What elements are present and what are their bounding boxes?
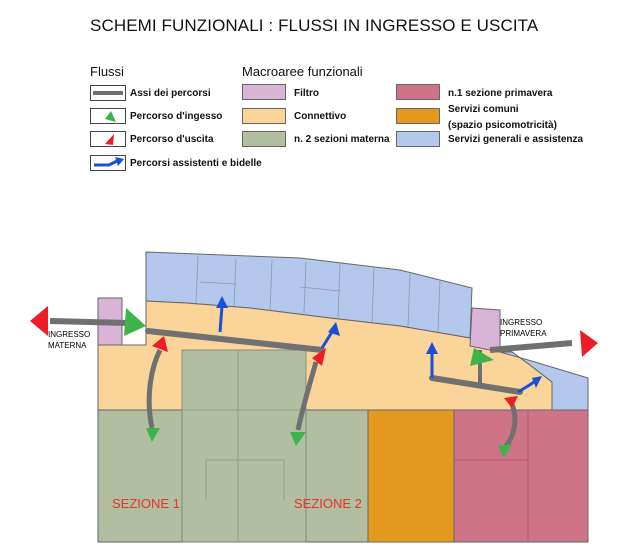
- label-ingresso-materna-2: MATERNA: [48, 341, 87, 350]
- red-arrow-icon: [152, 336, 168, 352]
- label-sezione-1: SEZIONE 1: [112, 496, 180, 511]
- primavera-partitions: [454, 410, 529, 542]
- path-primavera: [503, 403, 518, 448]
- legend-label-ingress: Percorso d'ingesso: [130, 111, 223, 122]
- red-arrow-icon: [504, 396, 518, 408]
- axis-entrance-right: [489, 340, 573, 353]
- area-filtro-right: [469, 307, 501, 353]
- legend-label-connettivo: Connettivo: [294, 111, 347, 122]
- path-sezione2: [295, 361, 319, 431]
- green-arrow-icon: [90, 108, 126, 124]
- label-ingresso-materna-1: INGRESSO: [48, 330, 90, 339]
- swatch-connettivo: [242, 108, 286, 124]
- legend-label-servizi-comuni-1: Servizi comuni: [448, 104, 519, 115]
- legend-label-materna: n. 2 sezioni materna: [294, 134, 390, 145]
- axis-main: [145, 328, 325, 353]
- area-servizi-comuni: [367, 409, 455, 543]
- blue-path-2: [320, 331, 334, 349]
- label-ingresso-primavera-2: PRIMAVERA: [500, 329, 547, 338]
- red-arrow-icon: [580, 330, 598, 357]
- label-ingresso-primavera-1: INGRESSO: [500, 318, 542, 327]
- label-sezione-2: SEZIONE 2: [294, 496, 362, 511]
- green-arrow-icon: [470, 348, 494, 366]
- legend-label-axis: Assi dei percorsi: [130, 88, 211, 99]
- legend-label-assist: Percorsi assistenti e bidelle: [130, 158, 262, 169]
- green-arrow-icon: [498, 444, 512, 458]
- blue-path-1: [218, 305, 224, 333]
- area-materna-inner: [181, 349, 307, 543]
- blue-path-4: [517, 380, 535, 394]
- legend-label-primavera: n.1 sezione primavera: [448, 88, 553, 99]
- swatch-servizi-generali: [396, 131, 440, 147]
- materna-partitions: [182, 350, 306, 542]
- swatch-materna: [242, 131, 286, 147]
- red-arrow-icon: [90, 131, 126, 147]
- swatch-primavera: [396, 84, 440, 100]
- area-primavera: [453, 409, 589, 543]
- swatch-servizi-comuni: [396, 108, 440, 124]
- blue-arrow-icon: [532, 376, 542, 388]
- legend-flows-header: Flussi: [90, 64, 124, 79]
- axis-line-icon: [90, 85, 126, 101]
- blue-arrow-icon: [426, 342, 438, 354]
- green-arrow-icon: [124, 308, 146, 336]
- swatch-filtro: [242, 84, 286, 100]
- legend-areas-header: Macroaree funzionali: [242, 64, 363, 79]
- page-title: SCHEMI FUNZIONALI : FLUSSI IN INGRESSO E…: [90, 16, 539, 35]
- legend-label-filtro: Filtro: [294, 88, 319, 99]
- legend-label-egress: Percorso d'uscita: [130, 134, 214, 145]
- red-arrow-icon: [30, 306, 48, 336]
- red-arrow-icon: [312, 348, 326, 366]
- green-arrow-icon: [146, 428, 160, 442]
- path-sezione1: [146, 348, 163, 429]
- servizi-generali-partitions: [195, 255, 441, 333]
- blue-arrow-icon: [216, 296, 228, 308]
- blue-arrow-icon: [328, 322, 340, 336]
- legend-label-servizi-generali: Servizi generali e assistenza: [448, 134, 584, 145]
- axis-right-1: [429, 375, 523, 395]
- blue-arrow-icon: [90, 155, 126, 171]
- legend-label-servizi-comuni-2: (spazio psicomotricità): [448, 120, 557, 131]
- green-arrow-icon: [290, 432, 306, 446]
- axis-entrance-left: [49, 318, 129, 326]
